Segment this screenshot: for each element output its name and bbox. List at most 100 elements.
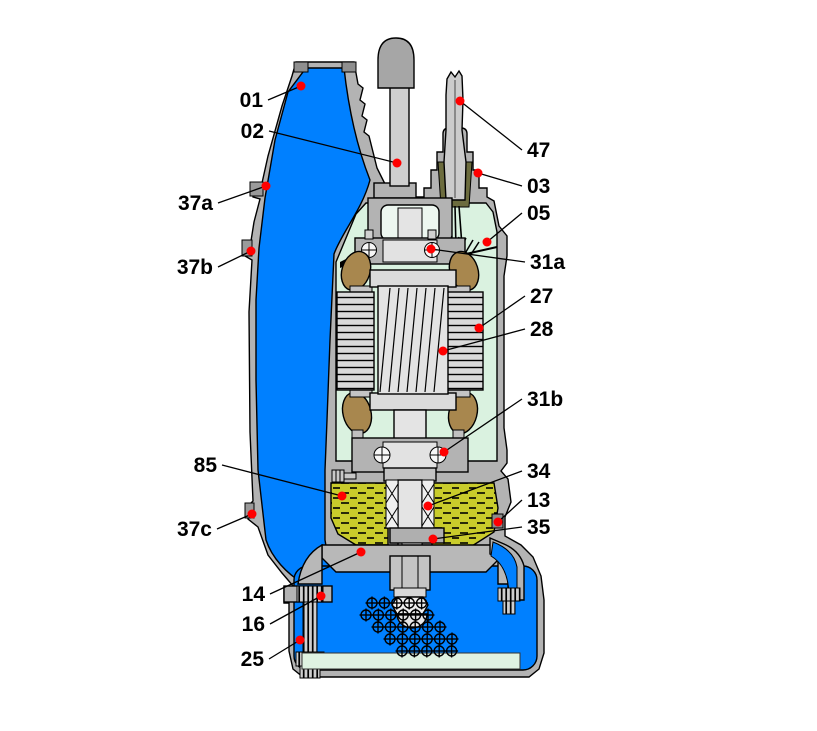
label-34: 34 [423, 460, 551, 511]
part-number-label: 16 [242, 613, 265, 636]
strainer-hole [407, 644, 421, 658]
part-number-label: 05 [527, 202, 551, 225]
part-number-label: 37b [177, 256, 213, 279]
strainer-holes [359, 596, 459, 658]
leader-line [268, 130, 398, 164]
leader-line [217, 185, 267, 204]
label-05: 05 [482, 202, 551, 247]
label-85: 85 [194, 454, 347, 501]
strainer-hole [433, 620, 447, 634]
part-marker-dot [337, 491, 347, 501]
label-25: 25 [241, 635, 305, 671]
part-number-label: 25 [241, 648, 265, 671]
part-marker-dot [482, 237, 492, 247]
leader-line [267, 85, 302, 101]
part-marker-dot [261, 181, 271, 191]
part-marker-dot [295, 635, 305, 645]
leader-line [216, 513, 253, 530]
strainer-hole [395, 644, 409, 658]
strainer-hole [371, 620, 385, 634]
leader-line [269, 551, 362, 595]
strainer-hole [445, 644, 459, 658]
leader-line [268, 639, 301, 660]
strainer-hole [432, 644, 446, 658]
label-37b: 37b [177, 246, 256, 279]
strainer-hole [445, 632, 459, 646]
part-number-label: 35 [527, 516, 551, 539]
strainer-hole [433, 632, 447, 646]
strainer-hole [402, 596, 416, 610]
part-number-label: 01 [240, 89, 264, 112]
strainer-hole [359, 608, 373, 622]
stator-stack-right [445, 291, 484, 391]
strainer-hole [371, 608, 385, 622]
strainer-hole [377, 596, 391, 610]
part-marker-dot [316, 591, 326, 601]
part-marker-dot [392, 158, 402, 168]
part-marker-dot [455, 96, 465, 106]
part-number-label: 47 [527, 139, 550, 162]
lifting-handle [373, 37, 417, 199]
strainer-hole [408, 620, 422, 634]
part-number-label: 03 [527, 175, 550, 198]
seal-spring-left [385, 479, 399, 529]
label-01: 01 [240, 81, 306, 112]
part-number-label: 28 [530, 318, 554, 341]
strainer-hole [415, 596, 429, 610]
upper-bearing-housing [367, 197, 453, 245]
stator-stack-left [336, 291, 375, 391]
strainer-hole [384, 608, 398, 622]
strainer-hole [420, 644, 434, 658]
lower-bearing [331, 429, 469, 483]
label-37a: 37a [178, 181, 271, 215]
part-number-label: 02 [241, 120, 264, 143]
label-03: 03 [473, 168, 550, 198]
impeller-hub [389, 555, 431, 591]
part-marker-dot [426, 244, 436, 254]
strainer-hole [420, 632, 434, 646]
part-marker-dot [423, 501, 433, 511]
label-31a: 31a [426, 244, 565, 274]
leader-line [486, 212, 523, 243]
part-number-label: 34 [527, 460, 551, 483]
leader-line [432, 526, 523, 540]
leader-line [221, 464, 343, 497]
strainer-hole [395, 632, 409, 646]
strainer-hole [408, 632, 422, 646]
strainer-hole [421, 608, 435, 622]
label-35: 35 [428, 516, 551, 544]
label-13: 13 [493, 489, 550, 527]
strainer-hole [383, 632, 397, 646]
strainer-hole [409, 608, 423, 622]
leader-line [459, 100, 523, 151]
leader-line [427, 470, 523, 507]
strainer-hole [421, 620, 435, 634]
outlet-flange [293, 61, 357, 73]
part-number-label: 85 [194, 454, 218, 477]
strainer-hole [365, 596, 379, 610]
label-14: 14 [242, 547, 366, 606]
label-47: 47 [455, 96, 550, 162]
strainer-hole [396, 608, 410, 622]
part-marker-dot [246, 246, 256, 256]
motor [336, 250, 484, 445]
leader-line [269, 595, 322, 625]
leader-line [442, 328, 526, 352]
strainer-hole [396, 620, 410, 634]
label-31b: 31b [439, 388, 563, 457]
part-marker-dot [493, 517, 503, 527]
leader-line [477, 172, 523, 187]
label-28: 28 [438, 318, 554, 356]
part-marker-dot [247, 509, 257, 519]
label-16: 16 [242, 591, 326, 636]
part-marker-dot [474, 323, 484, 333]
drain-plug-bolt [331, 469, 357, 483]
part-marker-dot [296, 81, 306, 91]
part-number-label: 31a [530, 251, 565, 274]
part-marker-dot [356, 547, 366, 557]
leader-line [217, 250, 252, 268]
discharge-duct-water [255, 67, 371, 584]
part-marker-dot [473, 168, 483, 178]
handle-shaft [389, 85, 410, 187]
